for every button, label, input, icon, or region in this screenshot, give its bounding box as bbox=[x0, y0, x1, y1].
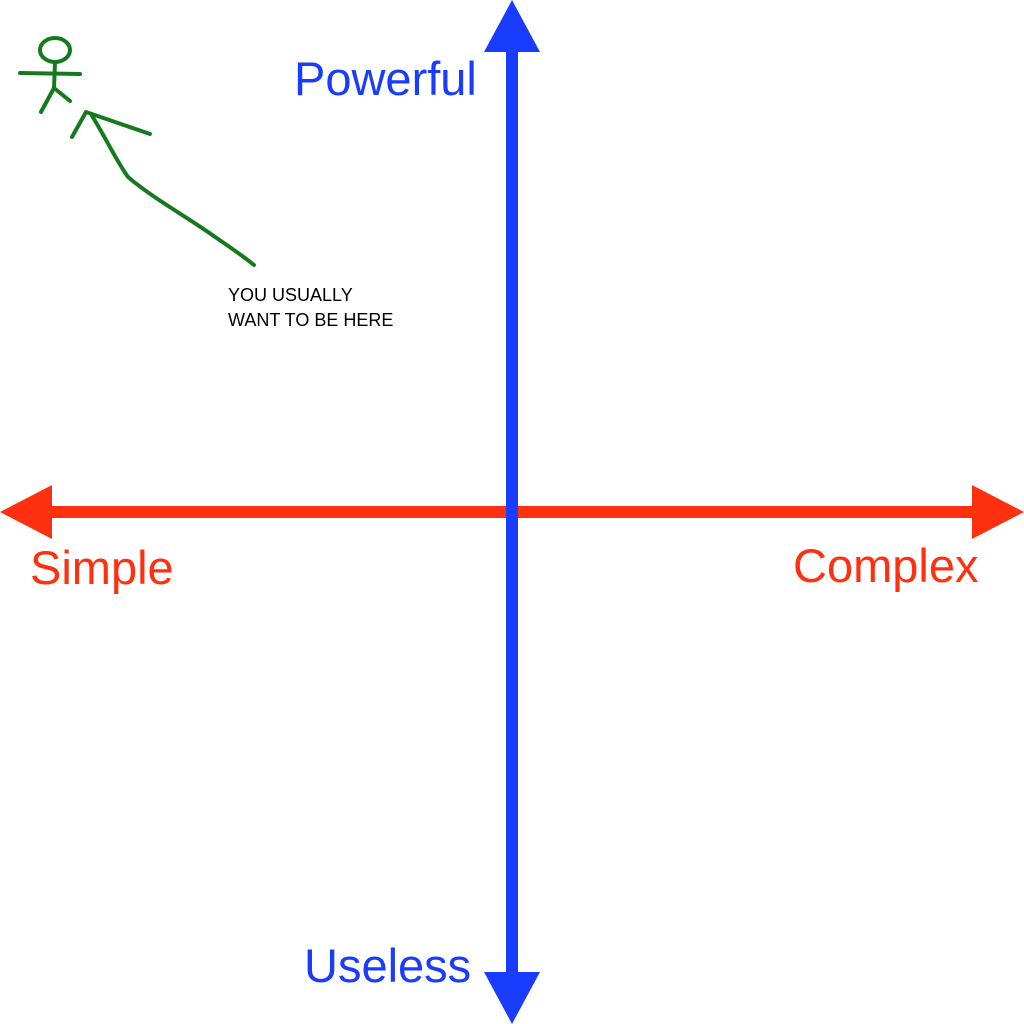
pointer-arrow-head bbox=[70, 110, 152, 139]
right-arrowhead bbox=[972, 485, 1024, 539]
axis-label-complex: Complex bbox=[793, 539, 979, 592]
vertical-axis bbox=[484, 0, 540, 1024]
axis-label-powerful: Powerful bbox=[294, 52, 477, 105]
stick-figure-icon bbox=[18, 36, 82, 114]
top-arrowhead bbox=[484, 0, 540, 52]
annotation-line-1: YOU USUALLY bbox=[228, 285, 353, 305]
stick-figure-arms bbox=[18, 71, 82, 76]
annotation-text: YOU USUALLY WANT TO BE HERE bbox=[228, 283, 393, 333]
stick-figure-head bbox=[38, 36, 72, 64]
stick-figure-right-leg bbox=[52, 86, 72, 103]
pointer-arrow-icon bbox=[70, 110, 256, 267]
left-arrowhead bbox=[0, 485, 52, 539]
annotation-line-2: WANT TO BE HERE bbox=[228, 310, 394, 330]
axis-label-useless: Useless bbox=[304, 939, 472, 992]
pointer-arrow-shaft bbox=[89, 112, 256, 267]
bottom-arrowhead bbox=[484, 972, 540, 1024]
axis-label-simple: Simple bbox=[30, 541, 174, 594]
stick-figure-left-leg bbox=[39, 86, 56, 114]
